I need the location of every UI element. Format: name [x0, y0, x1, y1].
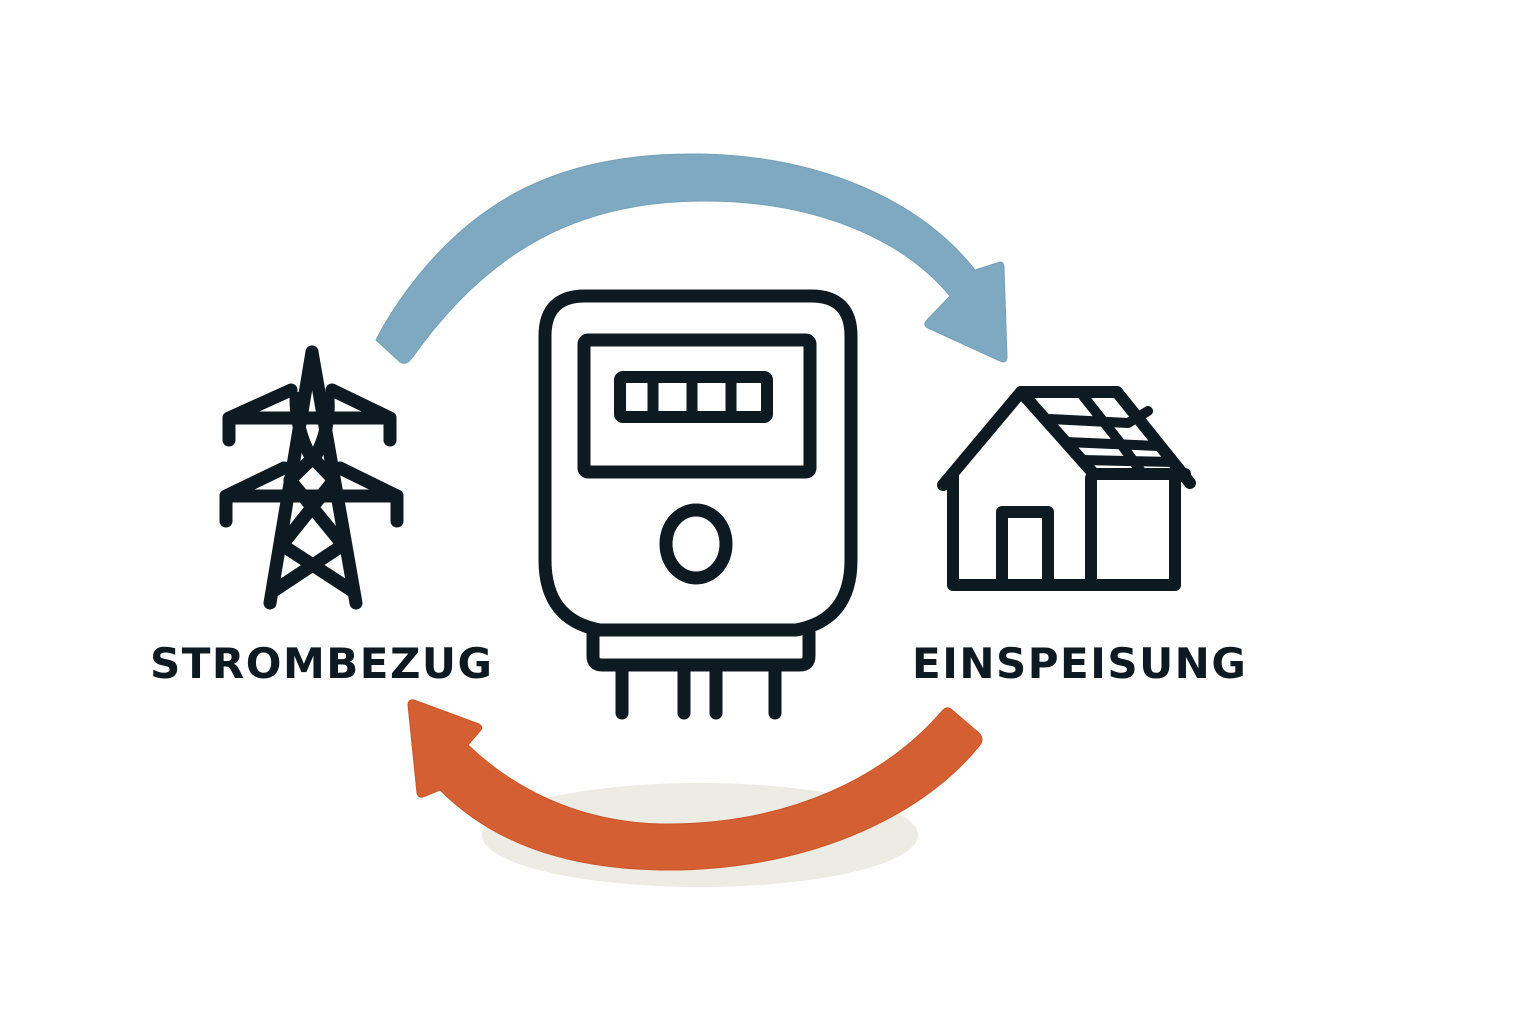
- arrow-top-icon: [375, 153, 1008, 364]
- electricity-meter-icon: [538, 289, 858, 720]
- house-with-solar-panels-icon: [937, 386, 1196, 591]
- power-pylon-icon: [219, 345, 404, 610]
- einspeisung-label: EINSPEISUNG: [912, 639, 1248, 688]
- strombezug-label: STROMBEZUG: [150, 639, 494, 688]
- arrow-bottom-icon: [407, 699, 983, 871]
